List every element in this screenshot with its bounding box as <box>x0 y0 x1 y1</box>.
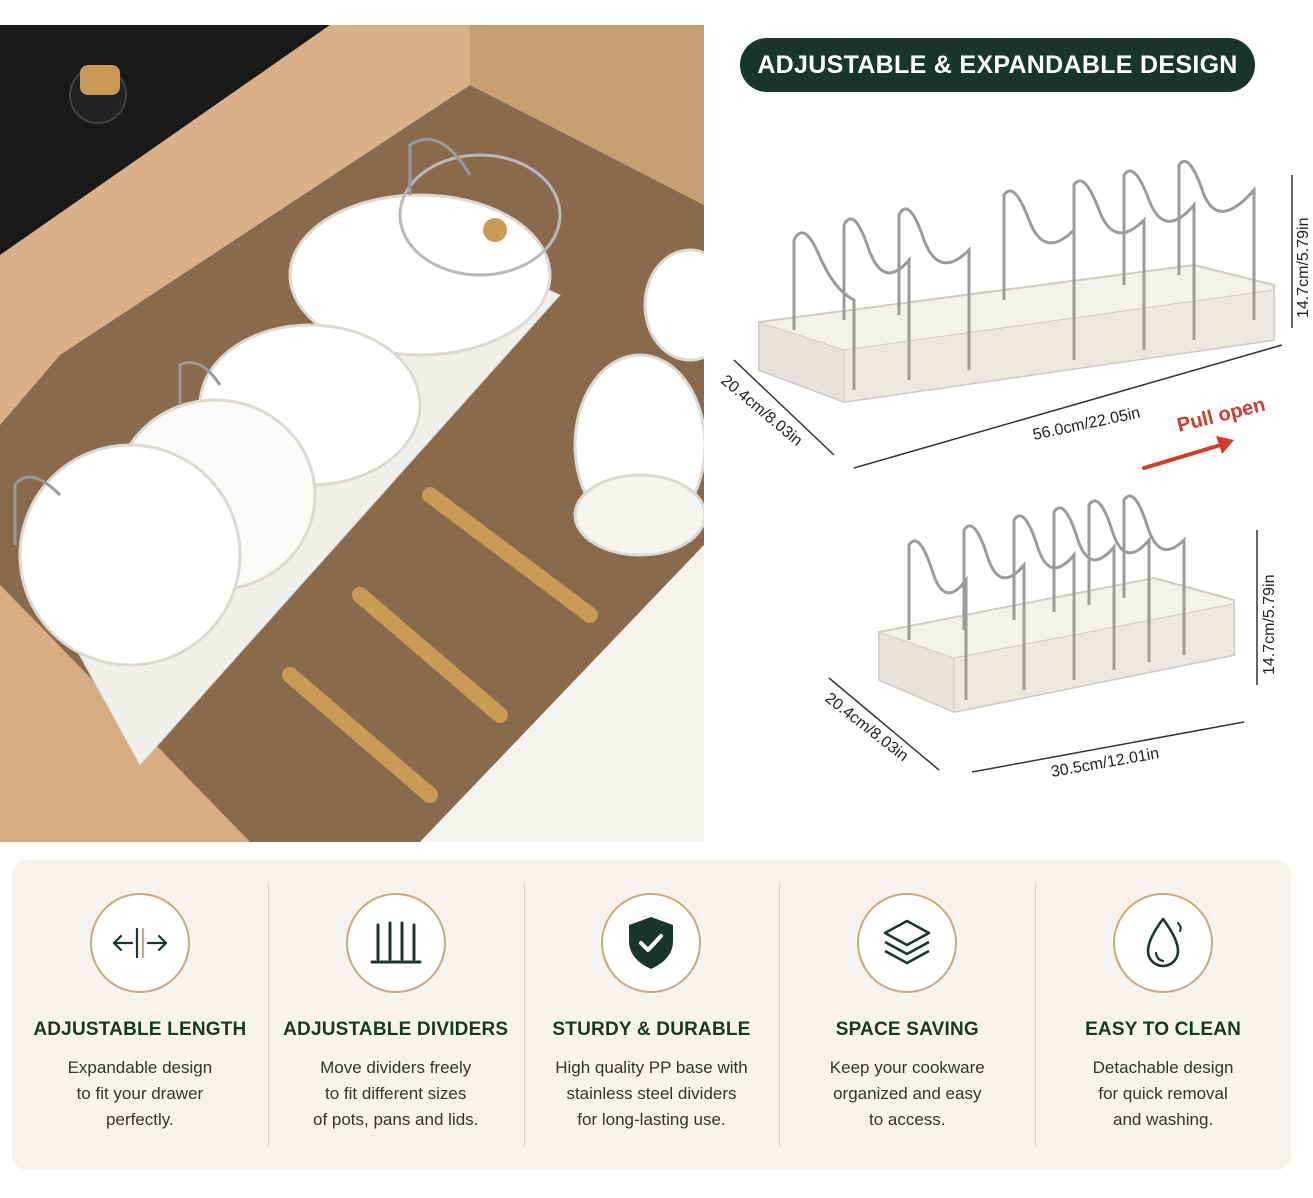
features-strip: ADJUSTABLE LENGTH Expandable design to f… <box>12 860 1291 1170</box>
compact-height-label: 14.7cm/5.79in <box>1261 574 1278 675</box>
design-title-badge: ADJUSTABLE & EXPANDABLE DESIGN <box>740 38 1255 92</box>
feature-title: EASY TO CLEAN <box>1085 1019 1242 1040</box>
feature-description: Keep your cookware organized and easy to… <box>829 1058 985 1129</box>
dimensions-panel: ADJUSTABLE & EXPANDABLE DESIGN 14.7cm/5.… <box>704 0 1313 850</box>
dividers-icon <box>370 921 422 964</box>
product-photo <box>0 25 704 842</box>
layers-icon <box>883 919 931 965</box>
shield-check-icon <box>629 917 674 969</box>
compact-depth-label: 20.4cm/8.03in <box>822 690 912 765</box>
water-drop-icon <box>1146 917 1182 968</box>
feature-title: STURDY & DURABLE <box>552 1019 751 1040</box>
feature-description: Move dividers freely to fit different si… <box>312 1058 479 1129</box>
feature-title: SPACE SAVING <box>835 1019 979 1040</box>
expanded-length-line <box>853 344 1283 469</box>
feature-adjustable-dividers: ADJUSTABLE DIVIDERS Move dividers freely… <box>267 860 524 1170</box>
compact-length-line <box>971 721 1245 773</box>
feature-adjustable-length: ADJUSTABLE LENGTH Expandable design to f… <box>12 860 268 1170</box>
drawer-illustration <box>0 25 704 842</box>
feature-space-saving: SPACE SAVING Keep your cookware organize… <box>779 860 1035 1170</box>
feature-description: High quality PP base with stainless stee… <box>555 1058 748 1129</box>
expanded-depth-line <box>733 359 835 456</box>
design-title: ADJUSTABLE & EXPANDABLE DESIGN <box>757 50 1238 79</box>
expanded-height-label: 14.7cm/5.79in <box>1295 217 1312 318</box>
pull-open-arrowhead-icon <box>1216 436 1234 454</box>
pull-open-arrow-icon <box>1142 442 1226 470</box>
feature-description: Expandable design to fit your drawer per… <box>67 1058 213 1129</box>
feature-title: ADJUSTABLE DIVIDERS <box>283 1019 509 1040</box>
pull-open-label: Pull open <box>1175 394 1268 437</box>
feature-title: ADJUSTABLE LENGTH <box>33 1019 247 1040</box>
arrows-expand-icon <box>112 927 167 959</box>
compact-length-label: 30.5cm/12.01in <box>1050 745 1161 781</box>
feature-sturdy-durable: STURDY & DURABLE High quality PP base wi… <box>523 860 780 1170</box>
compact-depth-line <box>828 677 940 771</box>
feature-easy-to-clean: EASY TO CLEAN Detachable design for quic… <box>1035 860 1291 1170</box>
dimension-diagram: 14.7cm/5.79in 20.4cm/8.03in 56.0cm/22.05… <box>717 159 1312 781</box>
expanded-depth-label: 20.4cm/8.03in <box>717 372 805 450</box>
feature-description: Detachable design for quick removal and … <box>1092 1058 1234 1129</box>
expanded-length-label: 56.0cm/22.05in <box>1031 405 1142 444</box>
expanded-rack <box>758 159 1275 404</box>
compact-rack <box>878 494 1235 714</box>
